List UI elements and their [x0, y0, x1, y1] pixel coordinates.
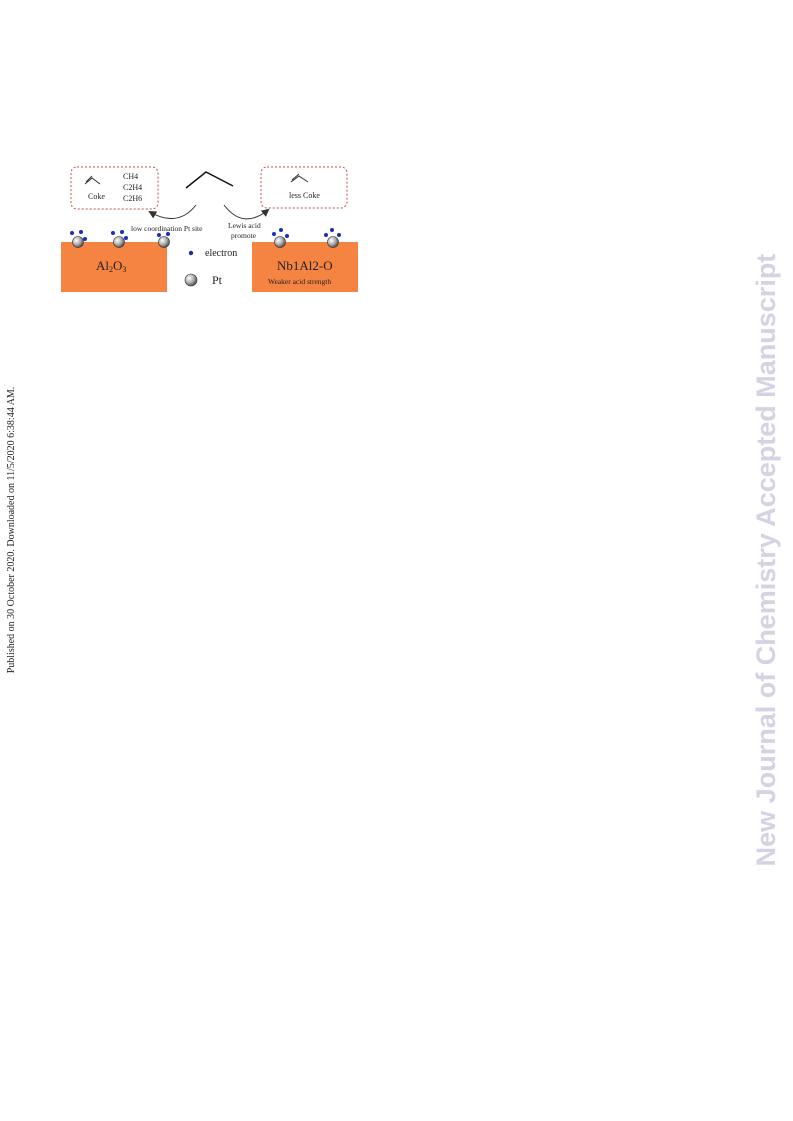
lewis-acid-label: Lewis acid [228, 221, 261, 230]
al2o3-support [61, 242, 167, 292]
weaker-acid-label: Weaker acid strength [268, 277, 331, 286]
left-product-box [70, 166, 159, 210]
journal-watermark: New Journal of Chemistry Accepted Manusc… [751, 253, 781, 867]
coke-label: Coke [88, 192, 105, 201]
pt-site-left-3 [157, 232, 170, 248]
electron-legend-icon [188, 250, 194, 256]
pt-site-right-1 [272, 228, 289, 248]
nb1al2o-label: Nb1Al2-O [277, 258, 333, 273]
promote-label: promote [231, 231, 257, 240]
nb1al2o-support [252, 242, 358, 292]
publication-date-sidebar: Published on 30 October 2020. Downloaded… [6, 386, 17, 674]
propylene-molecule-right [290, 175, 309, 183]
pt-site-left-1 [70, 230, 87, 248]
propylene-molecule-left [84, 177, 101, 185]
electron-legend-label: electron [205, 248, 237, 259]
pt-site-left-2 [111, 230, 128, 248]
reaction-diagram: Coke CH4 C2H4 C2H6 less Coke low coordin… [61, 166, 358, 292]
product-c2h4: C2H4 [123, 183, 142, 192]
arrow-to-right-box [223, 204, 270, 220]
pt-site-right-2 [324, 228, 341, 248]
pt-legend-icon [184, 273, 198, 287]
pt-legend-label: Pt [212, 273, 223, 287]
propane-molecule [185, 171, 234, 189]
arrow-to-left-box [148, 204, 197, 220]
less-coke-label: less Coke [289, 191, 320, 200]
product-ch4: CH4 [123, 172, 138, 181]
product-c2h6: C2H6 [123, 194, 142, 203]
al2o3-label: Al2O3 [96, 258, 126, 274]
low-coordination-label: low coordination Pt site [131, 224, 203, 233]
right-product-box [260, 166, 348, 209]
